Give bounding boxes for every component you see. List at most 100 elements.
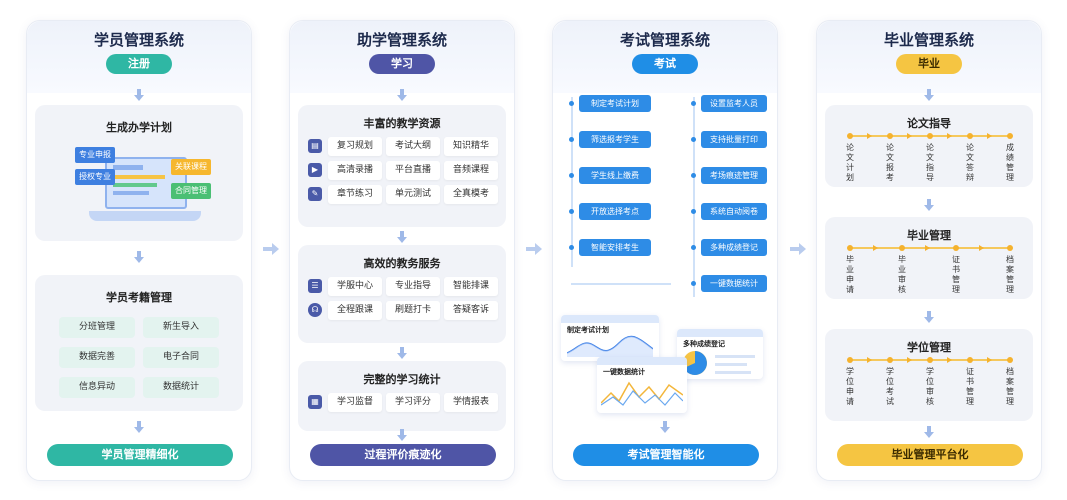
resource-item[interactable]: 章节练习 bbox=[328, 185, 382, 204]
line-chart-icon bbox=[601, 381, 683, 406]
timeline-step: 论文计划 bbox=[846, 143, 854, 182]
down-arrow-icon bbox=[924, 311, 934, 323]
panel-title: 学位管理 bbox=[907, 341, 951, 354]
timeline-dot bbox=[953, 245, 959, 251]
column-summary-bar: 毕业管理平台化 bbox=[837, 444, 1023, 466]
panel-title: 毕业管理 bbox=[907, 229, 951, 242]
resource-item[interactable]: 知识精华 bbox=[444, 137, 498, 156]
column-header: 学员管理系统 注册 bbox=[27, 21, 251, 93]
label-linked-course: 关联课程 bbox=[171, 159, 211, 175]
flow-dot bbox=[569, 173, 574, 178]
down-arrow-icon bbox=[924, 426, 934, 438]
timeline-dot bbox=[887, 133, 893, 139]
timeline-step: 学位申请 bbox=[846, 367, 854, 406]
down-arrow-icon bbox=[134, 89, 144, 101]
service-item[interactable]: 智能排课 bbox=[444, 277, 498, 296]
exam-step[interactable]: 设置监考人员 bbox=[701, 95, 767, 112]
graduation-management-column: 毕业管理系统 毕业 论文指导 论文计划 论文报考 论文指导 论文答辩 成绩管理 bbox=[816, 20, 1042, 481]
exam-step[interactable]: 开放选择考点 bbox=[579, 203, 651, 220]
column-title: 考试管理系统 bbox=[619, 31, 710, 49]
grid-item[interactable]: 数据完善 bbox=[59, 347, 135, 368]
wave-chart-icon bbox=[567, 335, 653, 357]
service-item[interactable]: 专业指导 bbox=[386, 277, 440, 296]
statistics-item[interactable]: 学情报表 bbox=[444, 393, 498, 412]
student-records-panel: 学员考籍管理 分班管理 新生导入 数据完善 电子合同 信息异动 数据统计 bbox=[35, 275, 243, 411]
exam-step[interactable]: 筛选报考学生 bbox=[579, 131, 651, 148]
down-arrow-icon bbox=[134, 251, 144, 263]
flow-dot bbox=[691, 209, 696, 214]
exam-step[interactable]: 制定考试计划 bbox=[579, 95, 651, 112]
column-header: 助学管理系统 学习 bbox=[290, 21, 514, 93]
learning-statistics-panel: 完整的学习统计 ▦ 学习监督 学习评分 学情报表 bbox=[298, 361, 506, 431]
flow-dot bbox=[569, 101, 574, 106]
flow-dot bbox=[569, 209, 574, 214]
column-title: 助学管理系统 bbox=[356, 31, 447, 49]
one-click-statistics-card: 一键数据统计 bbox=[597, 357, 687, 413]
exam-step[interactable]: 支持批量打印 bbox=[701, 131, 767, 148]
resource-item[interactable]: 单元测试 bbox=[386, 185, 440, 204]
timeline-dot bbox=[847, 357, 853, 363]
exam-step[interactable]: 一键数据统计 bbox=[701, 275, 767, 292]
student-management-column: 学员管理系统 注册 生成办学计划 专业申报 授权专业 关联课程 合同管理 学员考… bbox=[26, 20, 252, 481]
exam-step[interactable]: 考场痕迹管理 bbox=[701, 167, 767, 184]
stage-pill: 毕业 bbox=[896, 54, 962, 74]
timeline-dot bbox=[927, 133, 933, 139]
timeline-step: 论文指导 bbox=[926, 143, 934, 182]
timeline-step: 档案管理 bbox=[1006, 367, 1014, 406]
right-arrow-icon bbox=[263, 243, 279, 255]
exam-step[interactable]: 多种成绩登记 bbox=[701, 239, 767, 256]
panel-title: 学员考籍管理 bbox=[106, 291, 172, 304]
column-summary-bar: 考试管理智能化 bbox=[573, 444, 759, 466]
down-arrow-icon bbox=[924, 89, 934, 101]
down-arrow-icon bbox=[397, 231, 407, 243]
flow-dot bbox=[691, 245, 696, 250]
grid-item[interactable]: 新生导入 bbox=[143, 317, 219, 338]
grid-item[interactable]: 分班管理 bbox=[59, 317, 135, 338]
score-registration-card: 多种成绩登记 bbox=[677, 329, 763, 379]
exam-step[interactable]: 智能安排考生 bbox=[579, 239, 651, 256]
resource-item[interactable]: 考试大纲 bbox=[386, 137, 440, 156]
timeline-arrow-icon bbox=[867, 133, 872, 139]
service-item[interactable]: 学服中心 bbox=[328, 277, 382, 296]
timeline-arrow-icon bbox=[925, 245, 930, 251]
grid-item[interactable]: 信息异动 bbox=[59, 377, 135, 398]
timeline-step: 毕业审核 bbox=[898, 255, 906, 294]
grid-item[interactable]: 电子合同 bbox=[143, 347, 219, 368]
down-arrow-icon bbox=[397, 347, 407, 359]
grid-item[interactable]: 数据统计 bbox=[143, 377, 219, 398]
resource-item[interactable]: 高清录播 bbox=[328, 161, 382, 180]
resource-item[interactable]: 复习规划 bbox=[328, 137, 382, 156]
timeline-step: 学位审核 bbox=[926, 367, 934, 406]
book-icon: ▤ bbox=[308, 139, 322, 153]
down-arrow-icon bbox=[134, 421, 144, 433]
down-arrow-icon bbox=[397, 429, 407, 441]
exam-step[interactable]: 学生线上缴费 bbox=[579, 167, 651, 184]
resource-item[interactable]: 音频课程 bbox=[444, 161, 498, 180]
resource-item[interactable]: 平台直播 bbox=[386, 161, 440, 180]
service-item[interactable]: 全程跟课 bbox=[328, 301, 382, 320]
down-arrow-icon bbox=[397, 89, 407, 101]
timeline-step: 成绩管理 bbox=[1006, 143, 1014, 182]
flow-dot bbox=[569, 137, 574, 142]
timeline-arrow-icon bbox=[907, 357, 912, 363]
timeline-dot bbox=[847, 133, 853, 139]
edit-icon: ✎ bbox=[308, 187, 322, 201]
learning-management-column: 助学管理系统 学习 丰富的教学资源 ▤ ▶ ✎ 复习规划 考试大纲 知识精华 高… bbox=[289, 20, 515, 481]
resource-item[interactable]: 全真模考 bbox=[444, 185, 498, 204]
service-item[interactable]: 刷题打卡 bbox=[386, 301, 440, 320]
timeline-dot bbox=[847, 245, 853, 251]
column-summary-bar: 过程评价痕迹化 bbox=[310, 444, 496, 466]
statistics-item[interactable]: 学习评分 bbox=[386, 393, 440, 412]
flow-dot bbox=[569, 245, 574, 250]
flow-dot bbox=[691, 281, 696, 286]
stage-pill: 注册 bbox=[106, 54, 172, 74]
pie-chart-icon bbox=[683, 351, 707, 375]
statistics-item[interactable]: 学习监督 bbox=[328, 393, 382, 412]
exam-step[interactable]: 系统自动阅卷 bbox=[701, 203, 767, 220]
column-header: 考试管理系统 考试 bbox=[553, 21, 777, 93]
timeline-dot bbox=[967, 357, 973, 363]
plan-panel: 生成办学计划 专业申报 授权专业 关联课程 合同管理 bbox=[35, 105, 243, 241]
timeline-step: 证书管理 bbox=[952, 255, 960, 294]
service-item[interactable]: 答疑客诉 bbox=[444, 301, 498, 320]
